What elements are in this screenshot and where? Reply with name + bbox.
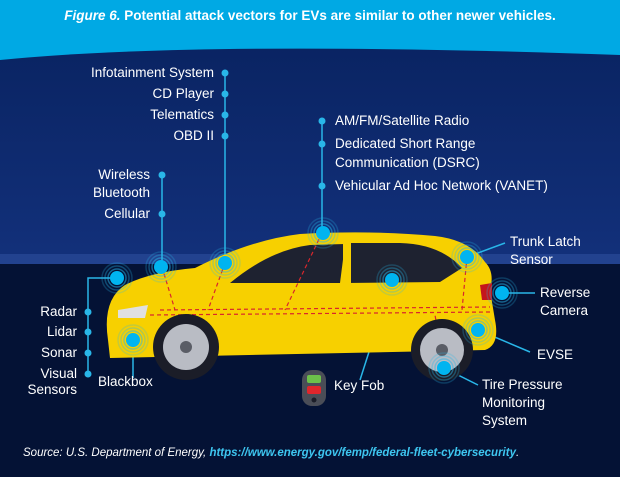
- signal-node-icon: [428, 352, 460, 384]
- source-suffix: .: [515, 447, 520, 459]
- label-tire-1: Tire Pressure: [482, 377, 563, 392]
- signal-node-icon: [486, 277, 518, 309]
- signal-node-icon: [145, 251, 177, 283]
- signal-nodes: [101, 217, 518, 384]
- label-dsrc-2: Communication (DSRC): [335, 155, 480, 170]
- label-blackbox: Blackbox: [98, 374, 153, 389]
- label-lidar: Lidar: [46, 324, 77, 339]
- label-reverse-1: Reverse: [540, 285, 591, 300]
- label-radio: AM/FM/Satellite Radio: [335, 113, 470, 128]
- label-tire-2: Monitoring: [482, 395, 546, 410]
- label-telematics: Telematics: [150, 107, 214, 122]
- signal-node-icon: [451, 241, 483, 273]
- signal-node-icon: [209, 247, 241, 279]
- car-illustration: [106, 232, 497, 381]
- night-sky: [0, 48, 620, 255]
- label-tire-3: System: [482, 413, 528, 428]
- label-bluetooth: Bluetooth: [92, 185, 150, 200]
- figure-label: Figure 6.: [64, 8, 121, 23]
- signal-node-icon: [462, 314, 494, 346]
- key-fob-icon: [302, 370, 326, 406]
- label-cd-player: CD Player: [152, 86, 214, 101]
- label-wireless: Wireless: [98, 167, 150, 182]
- label-dsrc-1: Dedicated Short Range: [335, 136, 476, 151]
- source-note: Source: U.S. Department of Energy, https…: [23, 447, 519, 459]
- caption-text: Potential attack vectors for EVs are sim…: [124, 8, 556, 23]
- signal-node-icon: [376, 264, 408, 296]
- label-trunk-2: Sensor: [510, 252, 553, 267]
- label-radar: Radar: [40, 304, 77, 319]
- label-visual-2: Sensors: [27, 382, 77, 397]
- label-reverse-2: Camera: [540, 303, 589, 318]
- label-key-fob: Key Fob: [334, 378, 385, 393]
- signal-node-icon: [307, 217, 339, 249]
- source-link[interactable]: https://www.energy.gov/femp/federal-flee…: [209, 447, 516, 459]
- source-prefix: Source: U.S. Department of Energy,: [23, 447, 210, 459]
- label-visual-1: Visual: [40, 366, 77, 381]
- label-cellular: Cellular: [104, 206, 150, 221]
- signal-node-icon: [101, 262, 133, 294]
- label-evse: EVSE: [537, 347, 574, 362]
- figure-caption: Figure 6. Potential attack vectors for E…: [0, 8, 620, 23]
- label-infotainment: Infotainment System: [90, 65, 214, 80]
- signal-node-icon: [117, 324, 149, 356]
- label-trunk-1: Trunk Latch: [510, 234, 581, 249]
- connector-dots: [84, 69, 326, 378]
- label-sonar: Sonar: [40, 345, 77, 360]
- label-vanet: Vehicular Ad Hoc Network (VANET): [335, 178, 548, 193]
- label-obd: OBD II: [173, 128, 214, 143]
